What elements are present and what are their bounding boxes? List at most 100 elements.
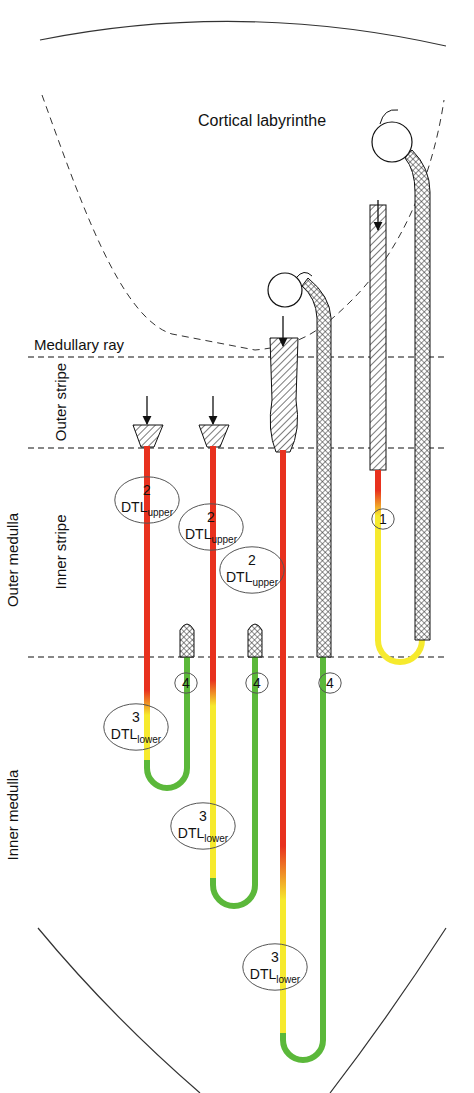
node-text-area: 2DTLupper	[219, 546, 285, 594]
flow-arrow	[146, 396, 147, 424]
text-line: DTLupper	[226, 569, 278, 589]
zone-label-vertical: Outer stripe	[53, 363, 68, 441]
proximal-tubule-end	[133, 425, 163, 447]
callout-number: 4	[326, 675, 334, 691]
callout-circle: 4	[318, 672, 342, 694]
text-line: 3	[199, 808, 207, 825]
subscript-text: lower	[204, 833, 228, 844]
glomerulus	[372, 122, 412, 162]
label-ellipse: 3DTLlower	[103, 703, 169, 751]
callout-circle: 4	[174, 672, 198, 694]
zone-label-vertical: Inner medulla	[5, 770, 20, 861]
node-text: 3	[271, 949, 279, 965]
text-line: 3	[132, 709, 140, 726]
flow-arrow	[212, 396, 213, 424]
subscript-text: upper	[252, 577, 278, 588]
node-text: DTL	[121, 499, 147, 515]
ellipse-outline	[220, 547, 284, 593]
node-text: 2	[207, 509, 215, 525]
node-text: 3	[132, 709, 140, 725]
zone-label: Cortical labyrinthe	[198, 113, 326, 129]
callout-circle: 1	[371, 508, 395, 530]
proximal-tubule-end	[199, 425, 229, 447]
node-text-area: 3DTLlower	[103, 703, 169, 751]
glomerulus	[268, 273, 302, 307]
node-text-area: 4	[318, 672, 342, 694]
text-line: DTLlower	[111, 726, 161, 746]
kidney-outline	[40, 21, 446, 46]
ellipse-outline	[179, 504, 243, 550]
text-line: 4	[326, 675, 334, 692]
node-text: 3	[199, 808, 207, 824]
subscript-text: lower	[276, 974, 300, 985]
label-ellipse: 3DTLlower	[170, 802, 236, 850]
flow-arrow	[377, 200, 378, 230]
text-line: 3	[271, 949, 279, 966]
text-line: 2	[207, 509, 215, 526]
text-line: DTLupper	[121, 499, 173, 519]
tubule-curl	[296, 272, 312, 278]
node-text: DTL	[226, 569, 252, 585]
papilla-outline	[330, 928, 446, 1093]
papilla-outline	[38, 928, 200, 1093]
callout-circle-outline	[246, 673, 268, 693]
zone-label-vertical: Outer medulla	[5, 513, 20, 607]
proximal-tubule	[270, 338, 298, 452]
tubule-curl	[380, 110, 398, 124]
label-ellipse: 2DTLupper	[219, 546, 285, 594]
callout-number: 4	[182, 675, 190, 691]
zone-label-vertical: Inner stripe	[53, 514, 68, 589]
thick-ascending-limb	[405, 150, 430, 640]
zone-label: Medullary ray	[34, 337, 124, 352]
subscript-text: upper	[147, 507, 173, 518]
node-text-area: 2DTLupper	[178, 503, 244, 551]
text-line: DTLupper	[185, 526, 237, 546]
text-line: 2	[143, 482, 151, 499]
thick-ascending-limb	[180, 624, 194, 657]
thin-ascending-limb	[213, 656, 255, 906]
node-text: DTL	[178, 825, 204, 841]
node-text: DTL	[185, 526, 211, 542]
node-text: 2	[248, 552, 256, 568]
thin-limb	[280, 450, 286, 1036]
thick-ascending-limb	[248, 624, 262, 657]
ellipse-outline	[104, 704, 168, 750]
callout-number: 1	[379, 511, 387, 527]
node-text-area: 1	[371, 508, 395, 530]
node-text-area: 2DTLupper	[114, 476, 180, 524]
callout-number: 4	[253, 675, 261, 691]
label-ellipse: 2DTLupper	[178, 503, 244, 551]
thin-limb	[144, 446, 150, 766]
text-line: DTLlower	[250, 966, 300, 986]
text-line: 1	[379, 511, 387, 528]
subscript-text: upper	[211, 534, 237, 545]
label-ellipse: 3DTLlower	[242, 943, 308, 991]
callout-circle-outline	[175, 673, 197, 693]
node-text: DTL	[111, 726, 137, 742]
node-text-area: 3DTLlower	[170, 802, 236, 850]
flow-arrow	[282, 316, 283, 346]
callout-circle-outline	[319, 673, 341, 693]
callout-circle: 4	[245, 672, 269, 694]
node-text-area: 3DTLlower	[242, 943, 308, 991]
text-line: 4	[253, 675, 261, 692]
node-text-area: 4	[245, 672, 269, 694]
proximal-tubule	[370, 205, 386, 470]
thin-ascending-limb	[283, 656, 323, 1060]
text-line: 2	[248, 552, 256, 569]
subscript-text: lower	[137, 734, 161, 745]
ellipse-outline	[171, 803, 235, 849]
label-ellipse: 2DTLupper	[114, 476, 180, 524]
callout-circle-outline	[372, 509, 394, 529]
thin-limb	[375, 470, 381, 641]
text-line: DTLlower	[178, 825, 228, 845]
text-line: 4	[182, 675, 190, 692]
node-text-area: 4	[174, 672, 198, 694]
ellipse-outline	[243, 944, 307, 990]
thick-ascending-limb	[302, 278, 331, 657]
node-text: 2	[143, 482, 151, 498]
ellipse-outline	[115, 477, 179, 523]
